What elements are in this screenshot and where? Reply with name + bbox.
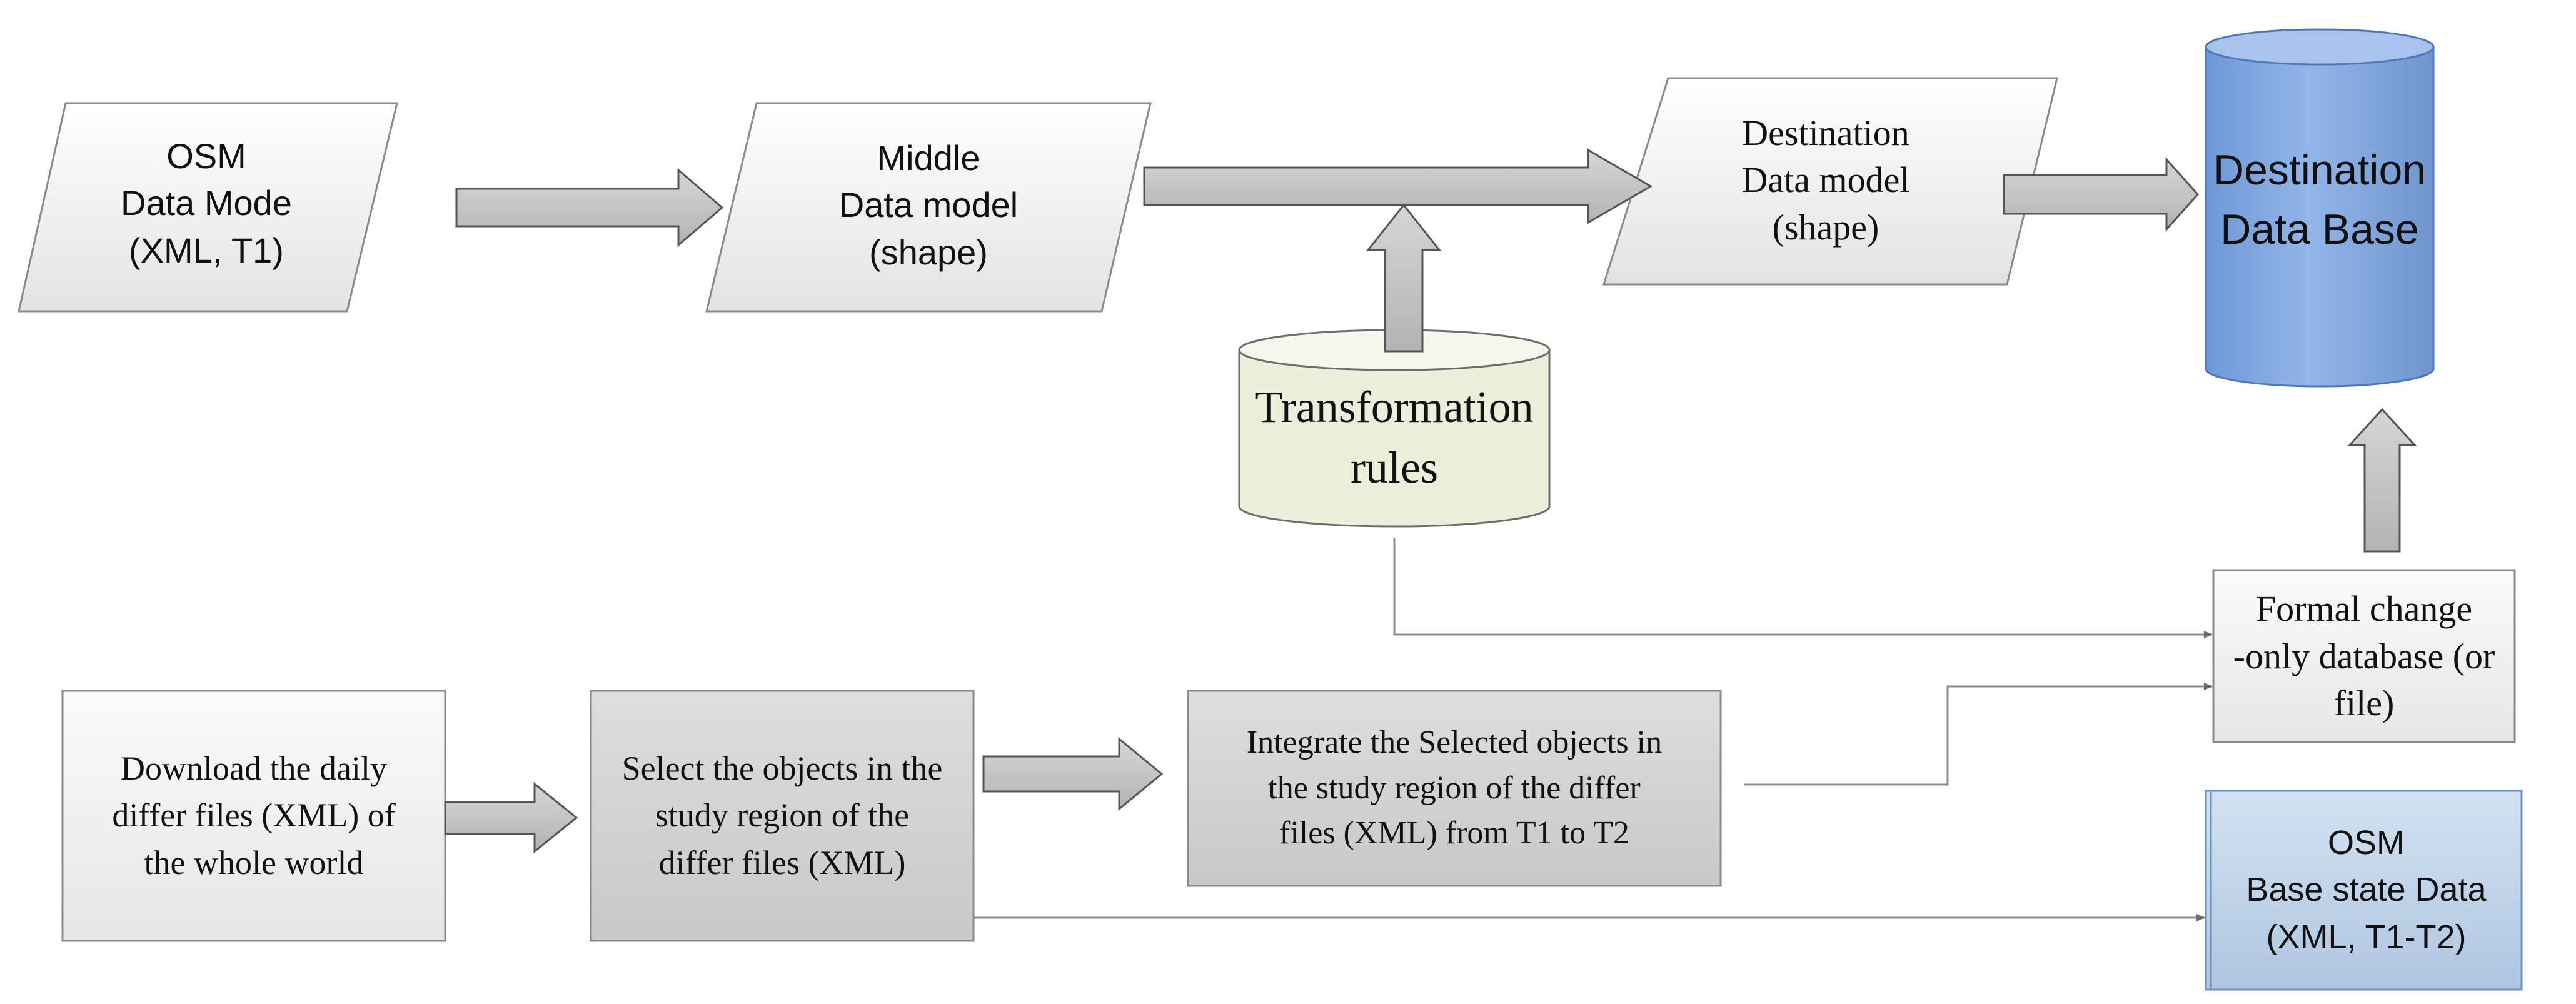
integrate-objects-line-2: the study region of the differ [1268,770,1641,806]
transformation-rules-label: Transformation rules [1239,375,1549,500]
formal-change-db-line-2: -only database (or [2233,635,2495,676]
integrate-objects-box [1187,690,1722,887]
middle-data-model-line-3: (shape) [869,232,988,272]
transformation-rules-line-2: rules [1351,443,1438,493]
block-arrow-select-to-integrate [982,736,1164,811]
integrate-objects-line-1: Integrate the Selected objects in [1246,724,1663,760]
destination-data-model-line-1: Destination [1742,112,1909,153]
download-diff-line-3: the whole world [144,843,364,881]
download-diff-line-2: differ files (XML) of [112,796,396,835]
osm-data-mode-label: OSM Data Mode (XML, T1) [44,128,369,278]
osm-base-state-line-3: (XML, T1-T2) [2266,918,2467,956]
middle-data-model-label: Middle Data model (shape) [732,130,1125,280]
select-objects-line-1: Select the objects in the [621,749,943,787]
connector-rules-to-formal-change [1393,538,2213,638]
download-diff-box [61,690,446,942]
block-arrow-download-to-select [444,781,578,854]
destination-data-base-label: Destination Data Base [2207,138,2432,263]
block-arrow-rules-up [1366,203,1442,353]
osm-base-state-line-1: OSM [2327,823,2405,861]
middle-data-model-line-2: Data model [838,185,1019,225]
transformation-rules-line-1: Transformation [1255,381,1534,432]
destination-data-base-line-2: Data Base [2220,206,2419,253]
middle-data-model-shape [705,102,1152,313]
connector-integrate-to-formal-change [1744,683,2213,786]
osm-base-state-box [2205,790,2523,991]
destination-data-model-shape [1602,77,2058,286]
block-arrow-osm-to-middle [455,168,724,248]
middle-data-model-line-1: Middle [877,138,980,178]
osm-base-state-label: OSM Base state Data (XML, T1-T2) [2211,791,2522,990]
block-arrow-formal-change-up [2347,408,2417,553]
formal-change-db-box [2212,569,2516,743]
select-objects-line-2: study region of the [655,796,910,835]
select-objects-label: Select the objects in the study region o… [591,691,974,941]
download-diff-line-1: Download the daily [121,749,387,787]
select-objects-line-3: differ files (XML) [658,843,906,881]
download-diff-label: Download the daily differ files (XML) of… [63,691,445,941]
osm-data-mode-shape [18,102,398,313]
formal-change-db-line-3: file) [2333,683,2395,724]
osm-data-mode-line-1: OSM [166,136,246,176]
formal-change-db-label: Formal change -only database (or file) [2213,570,2515,742]
osm-base-state-line-2: Base state Data [2246,871,2487,909]
destination-database-cylinder [2205,28,2435,388]
destination-data-model-label: Destination Data model (shape) [1632,105,2020,255]
integrate-objects-label: Integrate the Selected objects in the st… [1188,691,1721,886]
block-arrow-middle-to-destination-model [1143,148,1653,224]
formal-change-db-line-1: Formal change [2255,588,2473,630]
select-objects-box [590,690,975,942]
destination-data-base-line-1: Destination [2213,146,2427,194]
osm-data-mode-line-2: Data Mode [121,183,292,223]
integrate-objects-line-3: files (XML) from T1 to T2 [1279,815,1629,851]
block-arrow-destination-model-to-db [2003,157,2200,232]
destination-data-model-line-2: Data model [1741,159,1910,201]
osm-data-mode-line-3: (XML, T1) [129,230,284,270]
destination-data-model-line-3: (shape) [1772,206,1879,248]
